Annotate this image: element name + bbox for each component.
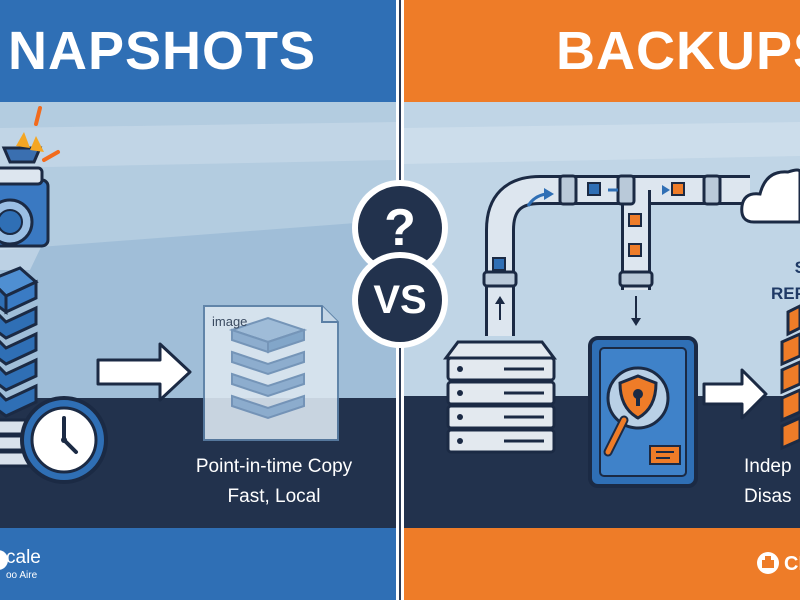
- backups-title: BACKUPS: [556, 21, 800, 81]
- brand-logo-icon: [0, 550, 8, 570]
- secure-drive-icon: [588, 336, 698, 488]
- backups-caption-line1: Indep: [744, 456, 792, 477]
- backups-caption-line2: Disas: [744, 486, 792, 507]
- backups-panel: BACKUPS S REP Indep Disas CI: [404, 0, 800, 600]
- snapshots-panel: NAPSHOTS image Point-in-time Copy Fast, …: [0, 0, 396, 600]
- snapshots-caption: Point-in-time Copy Fast, Local: [160, 452, 388, 512]
- camera-icon: [0, 106, 60, 248]
- file-label: image: [212, 314, 248, 329]
- backups-title-band: [404, 0, 800, 102]
- backups-side-label-line2: REP: [771, 284, 800, 303]
- snapshots-title: NAPSHOTS: [8, 21, 317, 81]
- backups-brand: CI: [784, 553, 800, 575]
- server-icon: [443, 340, 557, 454]
- file-stack-icon: [228, 316, 308, 420]
- offsite-disk-stack-icon: [780, 304, 800, 451]
- snapshots-title-band: [0, 0, 396, 102]
- question-mark: ?: [384, 199, 416, 257]
- vs-label: VS: [373, 278, 427, 322]
- snapshots-caption-line2: Fast, Local: [227, 486, 321, 507]
- backups-footer-band: [404, 528, 800, 600]
- backups-side-label: S REP: [766, 255, 800, 307]
- backups-caption: Indep Disas: [744, 452, 792, 512]
- question-badge: ?: [358, 186, 442, 270]
- pipe-network-icon: [482, 174, 750, 336]
- cloud-icon: [740, 168, 800, 224]
- arrow-right-icon: [96, 342, 192, 402]
- clock-icon: [20, 396, 108, 484]
- snapshots-illustration: [0, 0, 396, 600]
- vs-badge: VS: [358, 258, 442, 342]
- snapshots-brand-name: cale: [6, 547, 41, 568]
- brand-logo-icon: [757, 552, 779, 574]
- disk-stack-icon: [0, 266, 42, 468]
- snapshots-brand: cale oo Aire: [6, 548, 41, 581]
- snapshots-caption-line1: Point-in-time Copy: [195, 456, 353, 477]
- snapshots-footer-band: [0, 528, 396, 600]
- image-file-icon: [203, 305, 339, 441]
- backups-side-label-line1: S: [766, 255, 800, 281]
- backups-illustration: [404, 0, 800, 600]
- arrow-right-icon: [702, 368, 768, 420]
- snapshots-brand-sub: oo Aire: [6, 570, 38, 581]
